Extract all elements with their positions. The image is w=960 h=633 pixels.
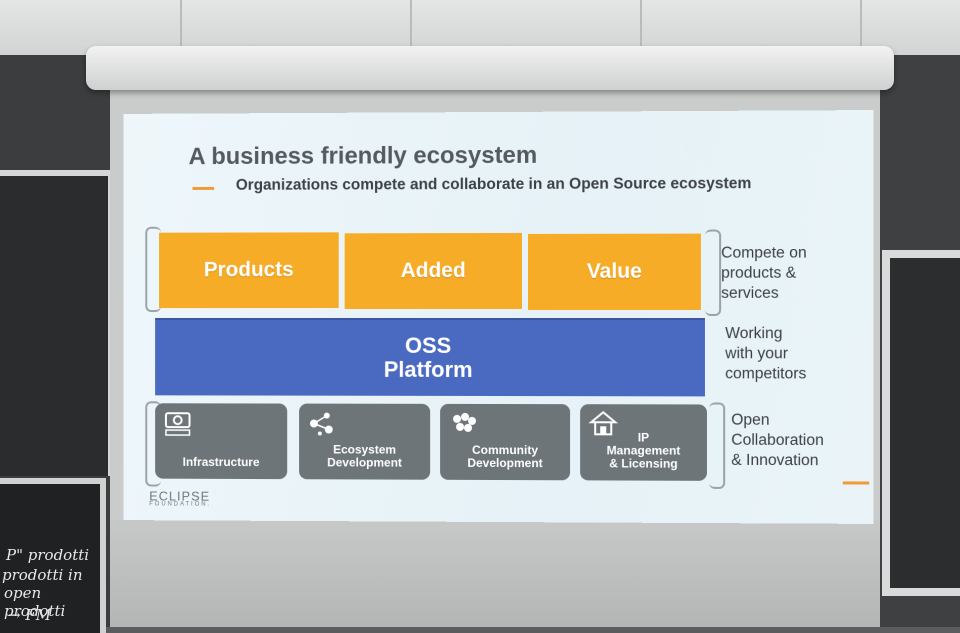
- ecosystem-development-box: Ecosystem Development: [299, 403, 431, 480]
- chalk-writing: open prodotti: [4, 584, 66, 620]
- server-icon: [163, 409, 193, 437]
- projector-screen-lower: [110, 520, 880, 627]
- value-box: Value: [528, 233, 701, 310]
- label-line: Development: [327, 455, 402, 470]
- left-chalkboard: [0, 170, 114, 476]
- right-brace-bottom: [709, 402, 726, 489]
- ip-management-label: IP Management & Licensing: [580, 430, 707, 471]
- chalk-writing: P" prodotti: [6, 546, 90, 564]
- ip-management-box: IP Management & Licensing: [580, 404, 707, 481]
- side-line: with your: [725, 345, 788, 363]
- side-line: Working: [725, 325, 783, 343]
- logo-sub: FOUNDATION.: [149, 501, 212, 508]
- oss-platform-box: OSS Platform: [155, 317, 705, 397]
- side-line: & Innovation: [731, 451, 819, 470]
- community-development-label: Community Development: [440, 443, 570, 471]
- accent-mark: [842, 481, 870, 485]
- accent-dash: [192, 186, 215, 190]
- side-line: competitors: [725, 365, 807, 383]
- compete-label: Compete on products & services: [721, 243, 807, 303]
- ceiling-tile-seam: [180, 0, 182, 60]
- lower-chalkboard: P" prodotti prodotti in open prodotti → …: [0, 478, 106, 633]
- house-icon: [588, 410, 618, 438]
- side-line: Open: [731, 411, 770, 429]
- eclipse-logo: ECLIPSE FOUNDATION.: [149, 489, 211, 508]
- oss-label: OSS: [405, 332, 452, 358]
- working-label: Working with your competitors: [725, 324, 806, 384]
- ecosystem-development-label: Ecosystem Development: [299, 442, 430, 470]
- slide-title: A business friendly ecosystem: [188, 141, 538, 171]
- people-icon: [453, 413, 477, 433]
- infrastructure-box: Infrastructure: [155, 403, 288, 480]
- network-icon: [309, 410, 333, 436]
- right-brace-top: [704, 229, 722, 316]
- label-line: & Licensing: [609, 456, 678, 471]
- side-line: services: [721, 284, 779, 302]
- ceiling-tile-seam: [410, 0, 412, 60]
- side-line: products &: [721, 264, 797, 282]
- chalk-writing: → FM: [8, 606, 52, 624]
- open-label: Open Collaboration & Innovation: [731, 411, 824, 472]
- label-line: Development: [467, 455, 543, 471]
- ceiling-tile-seam: [640, 0, 642, 60]
- ceiling-tile-seam: [860, 0, 862, 60]
- projected-slide: A business friendly ecosystem Organizati…: [123, 110, 874, 524]
- chalk-writing: prodotti in: [2, 566, 83, 584]
- products-box: Products: [159, 232, 339, 309]
- infrastructure-label: Infrastructure: [155, 454, 287, 470]
- label-line: Infrastructure: [182, 454, 260, 470]
- community-development-box: Community Development: [440, 403, 571, 481]
- platform-label: Platform: [383, 356, 473, 382]
- side-line: Collaboration: [731, 431, 824, 450]
- added-box: Added: [344, 232, 523, 310]
- slide-subtitle: Organizations compete and collaborate in…: [235, 175, 752, 194]
- right-chalkboard: [882, 250, 960, 596]
- screen-housing: [86, 46, 894, 90]
- side-line: Compete on: [721, 244, 807, 262]
